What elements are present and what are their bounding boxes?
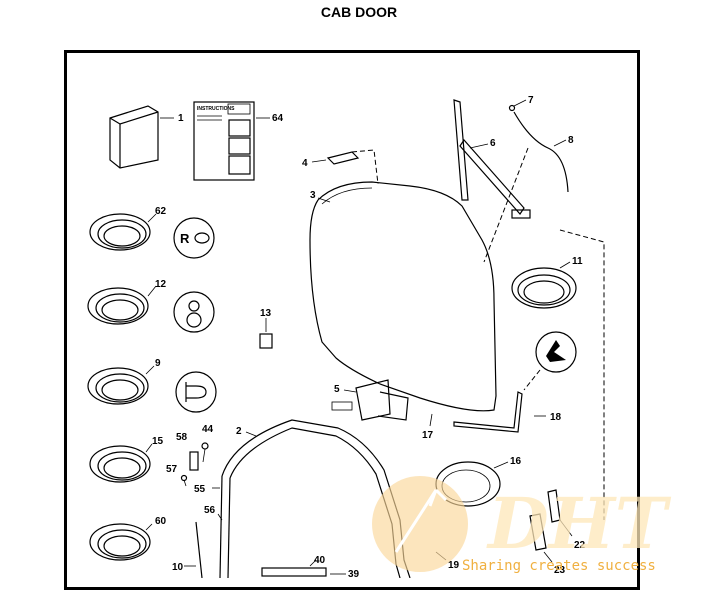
callout-58: 58: [176, 432, 188, 443]
part-1-kit-box: [109, 105, 174, 169]
instructions-heading: INSTRUCTIONS: [197, 106, 235, 112]
callout-56: 56: [204, 505, 216, 516]
part-17-leader: [429, 413, 433, 427]
callout-11: 11: [572, 256, 583, 267]
callout-8: 8: [568, 135, 574, 146]
callout-64: 64: [272, 113, 284, 124]
warning-emblem: [535, 331, 577, 373]
callout-10: 10: [172, 562, 184, 573]
watermark-slogan: Sharing creates success: [462, 558, 656, 574]
part-13-clip: [259, 318, 273, 349]
callout-5: 5: [334, 384, 340, 395]
callout-40: 40: [314, 555, 326, 566]
callout-4: 4: [302, 158, 308, 169]
callout-9: 9: [155, 358, 161, 369]
callout-3: 3: [310, 190, 316, 201]
part-40-39-hinge: [261, 559, 346, 577]
callout-15: 15: [152, 436, 164, 447]
callout-13: 13: [260, 308, 272, 319]
callout-6: 6: [490, 138, 496, 149]
part-3-door-glass: [309, 181, 497, 412]
callout-62: 62: [155, 206, 167, 217]
callout-19: 19: [448, 560, 460, 571]
part-8-washer-hose: [513, 111, 569, 193]
callout-12: 12: [155, 279, 167, 290]
callout-7: 7: [528, 95, 534, 106]
part-11-seal-coil: [511, 261, 577, 309]
svg-text:R: R: [180, 231, 190, 246]
watermark-logo-text: DHT: [486, 482, 672, 565]
part-12-seal-coil: [87, 285, 215, 333]
part-6-wiper-arm: [453, 99, 531, 219]
part-4-handle: [311, 151, 360, 165]
part-22-23-hardware: [529, 489, 573, 563]
callout-2: 2: [236, 426, 242, 437]
callout-16: 16: [510, 456, 522, 467]
part-60-seal-coil: [89, 523, 153, 561]
callout-60: 60: [155, 516, 167, 527]
part-64-instruction-sheet: INSTRUCTIONS: [193, 101, 270, 181]
callout-44: 44: [202, 424, 214, 435]
part-5-latch: [331, 379, 409, 421]
page-title: CAB DOOR: [320, 4, 398, 20]
callout-18: 18: [550, 412, 562, 423]
callout-17: 17: [422, 430, 434, 441]
part-2-door-frame: [219, 419, 411, 578]
callout-23: 23: [554, 565, 566, 576]
part-15-seal-coil: [89, 443, 153, 483]
callout-57: 57: [166, 464, 178, 475]
callout-55: 55: [194, 484, 206, 495]
part-10-rod: [184, 521, 203, 578]
watermark: DHT Sharing creates success: [372, 476, 672, 574]
part-9-seal-coil: [87, 365, 217, 413]
part-18-rod: [453, 391, 546, 433]
callout-39: 39: [348, 569, 360, 578]
callout-22: 22: [574, 540, 586, 551]
small-hardware-group: [180, 442, 223, 521]
part-7-nut: [508, 104, 516, 112]
callout-1: 1: [178, 113, 184, 124]
exploded-parts-diagram: 1 INSTRUCTIONS 64 4 3 6 7 8: [87, 95, 672, 578]
part-62-seal-coil: R: [89, 213, 215, 259]
